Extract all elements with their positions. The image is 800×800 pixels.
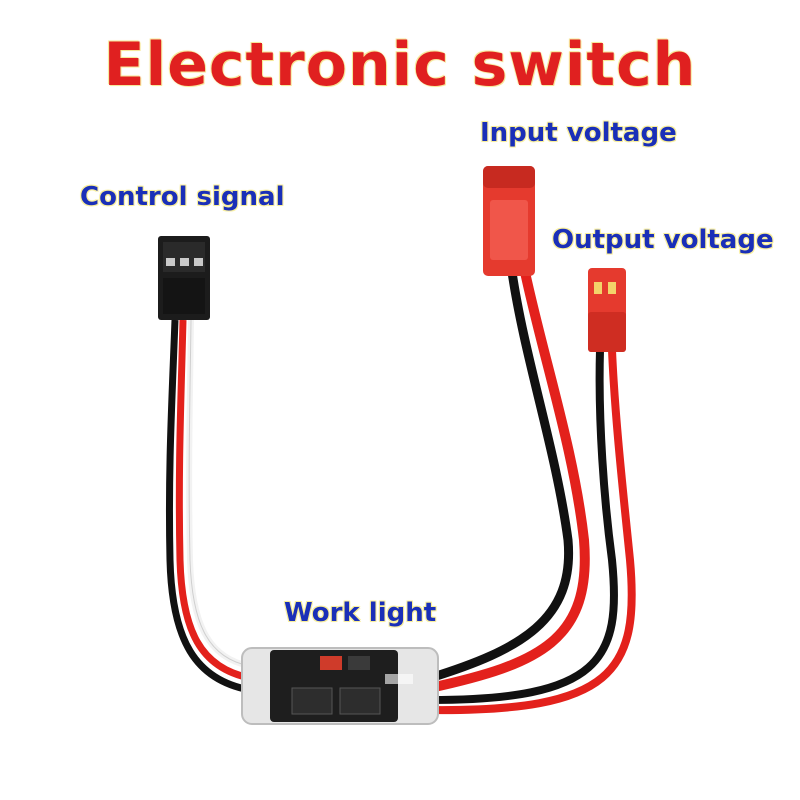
- page-title: Electronic switch: [103, 30, 697, 100]
- output-voltage-label: Output voltage: [552, 225, 774, 255]
- work-light-label: Work light: [284, 598, 437, 628]
- output-wires: [429, 349, 636, 715]
- servo-lead: [165, 319, 251, 694]
- servo-connector: [158, 236, 210, 320]
- input-voltage-label: Input voltage: [480, 118, 677, 148]
- input-wires: [428, 270, 590, 693]
- input-connector: [483, 166, 535, 276]
- switch-module: [241, 647, 439, 725]
- control-signal-label: Control signal: [80, 182, 285, 212]
- output-connector: [588, 268, 626, 352]
